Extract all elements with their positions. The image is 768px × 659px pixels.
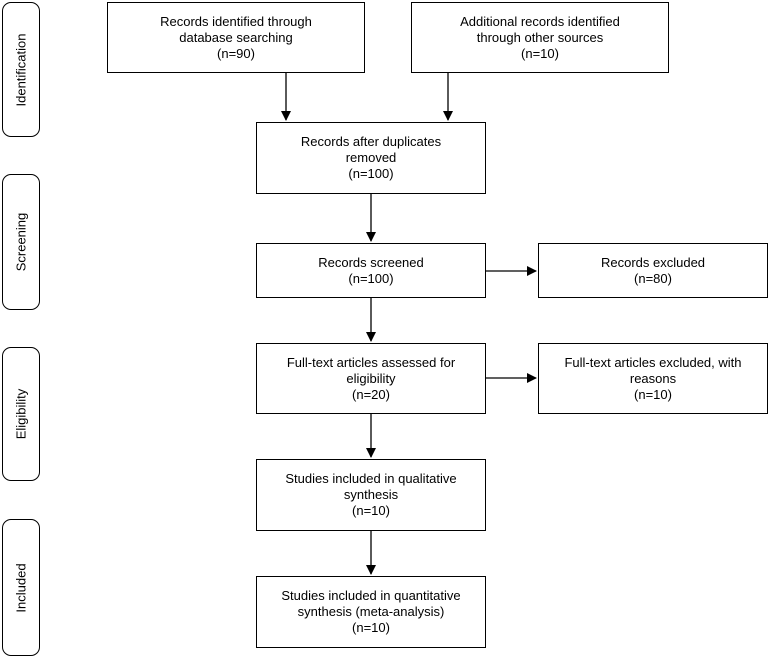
box-count: (n=10) [352, 620, 390, 635]
phase-included: Included [2, 519, 40, 656]
phase-included-label: Included [13, 562, 29, 613]
box-quantitative-synthesis: Studies included in quantitative synthes… [256, 576, 486, 648]
box-count: (n=100) [348, 270, 394, 286]
phase-screening-label: Screening [13, 212, 29, 272]
box-text: synthesis [343, 487, 399, 502]
box-text: reasons [629, 370, 677, 386]
box-records-screened: Records screened (n=100) [256, 243, 486, 298]
box-text: Studies included in qualitative [285, 471, 457, 486]
box-count: (n=20) [352, 386, 390, 402]
phase-eligibility: Eligibility [2, 347, 40, 481]
box-fulltext-excluded: Full-text articles excluded, with reason… [538, 343, 768, 414]
box-text: Records after duplicates [300, 134, 442, 149]
box-count: (n=90) [217, 45, 255, 61]
box-records-excluded: Records excluded (n=80) [538, 243, 768, 298]
box-count: (n=10) [634, 386, 672, 402]
box-text: Full-text articles assessed for [286, 354, 456, 370]
box-text: removed [345, 150, 397, 165]
box-text: Full-text articles excluded, with [564, 354, 742, 370]
box-qualitative-synthesis: Studies included in qualitative synthesi… [256, 459, 486, 531]
box-duplicates-removed: Records after duplicates removed (n=100) [256, 122, 486, 194]
box-count: (n=10) [352, 503, 390, 518]
box-text: Records excluded [600, 254, 706, 270]
box-text: Records screened [318, 254, 424, 270]
box-count: (n=10) [521, 45, 559, 61]
box-text: Studies included in quantitative [281, 588, 461, 603]
box-other-sources: Additional records identified through ot… [411, 2, 669, 73]
box-fulltext-assessed: Full-text articles assessed for eligibil… [256, 343, 486, 414]
box-text: synthesis (meta-analysis) [297, 604, 445, 619]
box-count: (n=80) [634, 270, 672, 286]
box-text: Additional records identified [460, 13, 620, 29]
phase-eligibility-label: Eligibility [13, 388, 29, 440]
box-text: Records identified through [160, 13, 312, 29]
box-database-search: Records identified through database sear… [107, 2, 365, 73]
phase-identification-label: Identification [13, 33, 29, 106]
phase-screening: Screening [2, 174, 40, 310]
box-text: eligibility [346, 370, 396, 386]
box-text: through other sources [476, 29, 604, 45]
box-text: database searching [179, 29, 293, 45]
box-count: (n=100) [348, 166, 394, 181]
phase-identification: Identification [2, 2, 40, 137]
